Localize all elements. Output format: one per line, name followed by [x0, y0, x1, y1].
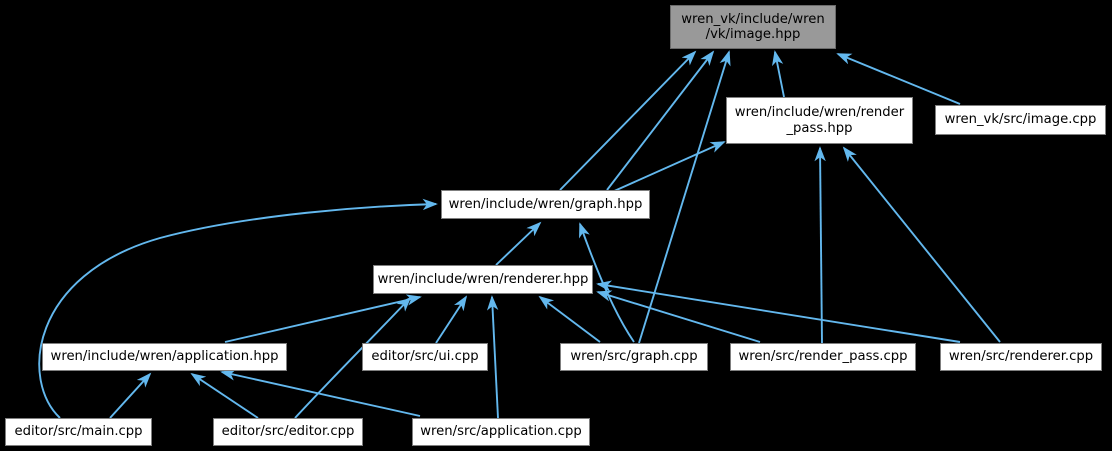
dependency-edge — [220, 369, 421, 417]
dependency-edge — [486, 295, 499, 419]
dependency-edge — [842, 146, 1001, 343]
dependency-edge — [606, 50, 715, 191]
dependency-edge — [224, 294, 422, 343]
graph-node-editor-cpp[interactable]: editor/src/editor.cpp — [213, 418, 363, 446]
dependency-edge — [814, 146, 826, 344]
dependency-edge — [611, 141, 726, 193]
dependency-edge — [559, 50, 697, 191]
graph-node-renderer-cpp[interactable]: wren/src/renderer.cpp — [940, 343, 1102, 371]
graph-node-render-pass-cpp[interactable]: wren/src/render_pass.cpp — [730, 343, 916, 371]
dependency-edge — [538, 295, 601, 343]
graph-node-graph-hpp[interactable]: wren/include/wren/graph.hpp — [441, 190, 650, 219]
dependency-edge — [772, 50, 785, 98]
graph-node-main-cpp[interactable]: editor/src/main.cpp — [5, 418, 152, 446]
graph-node-render-pass-hpp[interactable]: wren/include/wren/render _pass.hpp — [726, 97, 913, 144]
dependency-edge — [596, 290, 761, 343]
dependency-edge — [596, 280, 961, 343]
dependency-edge — [435, 295, 468, 344]
graph-node-application-cpp[interactable]: wren/src/application.cpp — [412, 418, 590, 446]
graph-node-application-hpp[interactable]: wren/include/wren/application.hpp — [42, 343, 287, 371]
dependency-edge — [294, 296, 412, 419]
dependency-edge — [495, 221, 542, 266]
dependency-edge — [38, 198, 438, 419]
dependency-edge — [190, 372, 259, 419]
graph-node-graph-cpp[interactable]: wren/src/graph.cpp — [560, 343, 708, 371]
graph-node-ui-cpp[interactable]: editor/src/ui.cpp — [362, 343, 488, 371]
graph-node-image-hpp[interactable]: wren_vk/include/wren /vk/image.hpp — [670, 5, 836, 49]
dependency-edge — [109, 372, 152, 419]
dependency-edge — [836, 53, 961, 105]
graph-node-renderer-hpp[interactable]: wren/include/wren/renderer.hpp — [373, 265, 593, 294]
graph-node-image-cpp[interactable]: wren_vk/src/image.cpp — [935, 105, 1106, 135]
dependency-edge — [638, 50, 731, 344]
